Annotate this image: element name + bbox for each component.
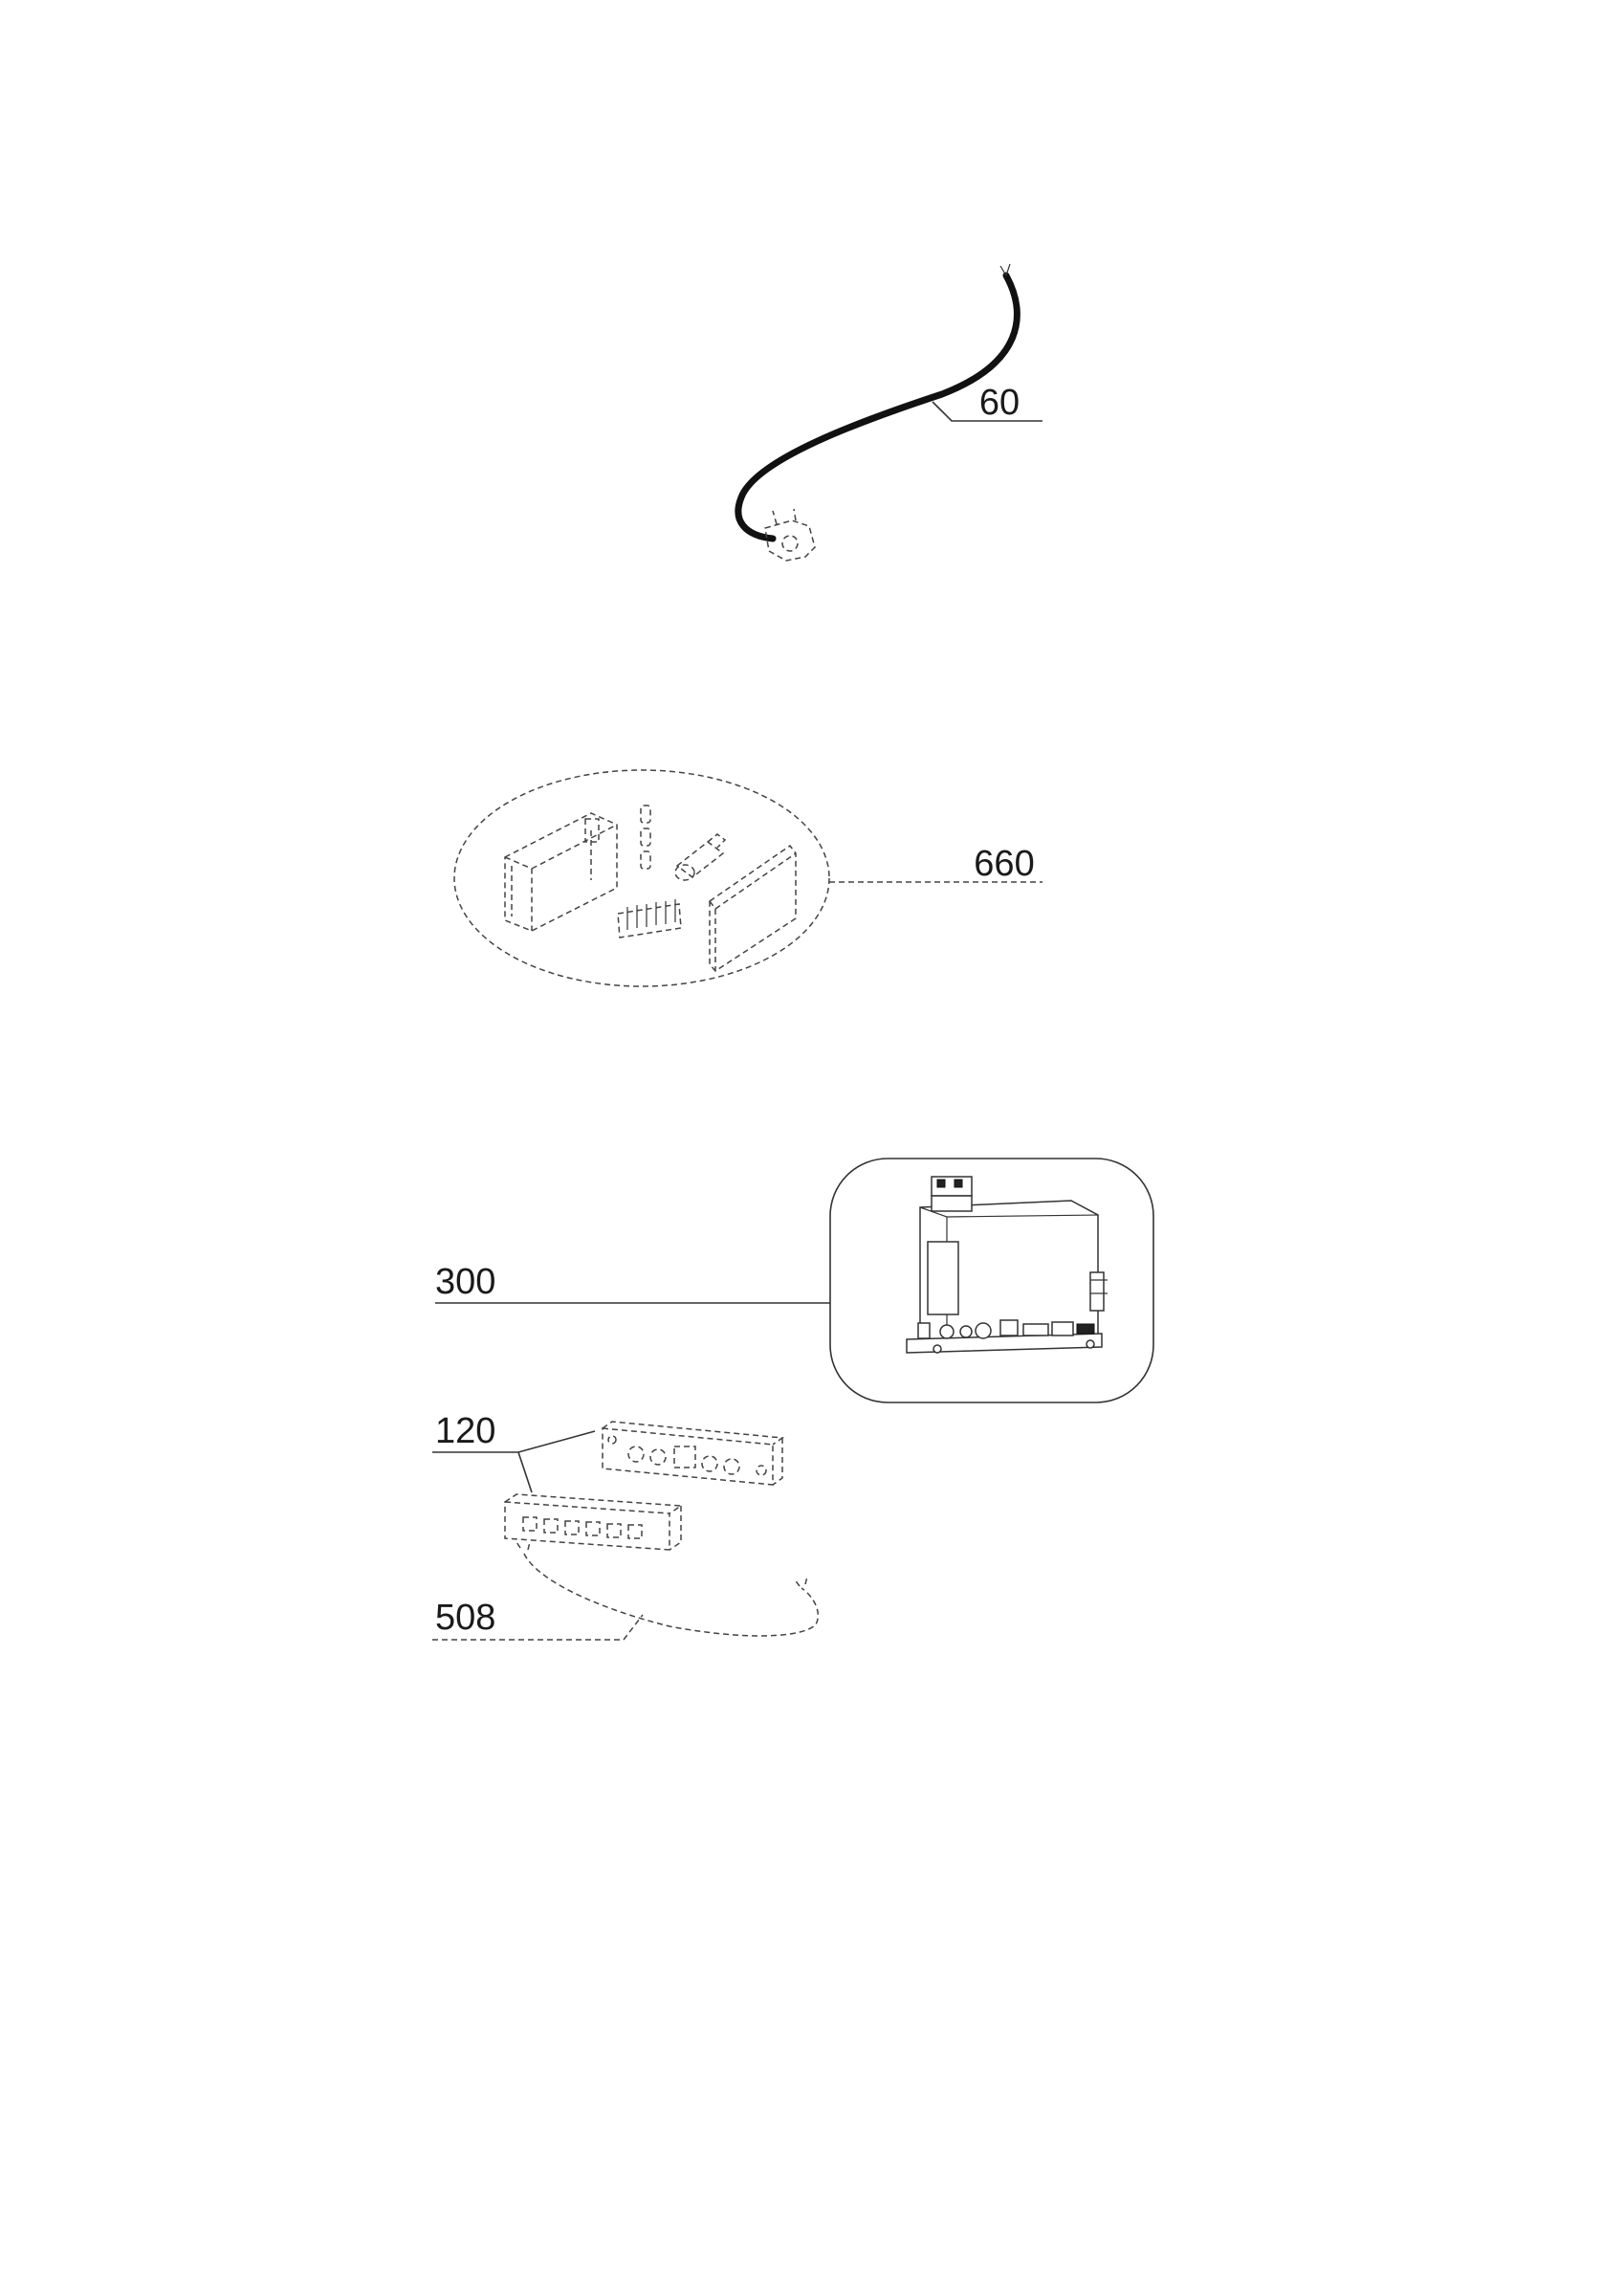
switch-board-upper xyxy=(602,1421,785,1486)
callout-660: 660 xyxy=(829,844,1042,884)
switch-board-lower xyxy=(504,1493,684,1551)
callout-508: 508 xyxy=(432,1598,644,1641)
housing-box xyxy=(504,812,618,932)
callout-300-label: 300 xyxy=(435,1262,495,1302)
callout-660-label: 660 xyxy=(974,844,1034,884)
terminal-strip xyxy=(617,899,682,938)
callout-300: 300 xyxy=(435,1262,830,1304)
board-components xyxy=(917,1319,1095,1354)
callout-120-label: 120 xyxy=(435,1411,495,1451)
accessory-kit-part xyxy=(453,769,830,987)
plug-icon xyxy=(764,508,816,562)
panel-board xyxy=(709,844,797,972)
cylinder-part xyxy=(674,833,727,881)
wiring-part xyxy=(516,1541,820,1637)
clip-set xyxy=(640,805,651,870)
kit-boundary-ellipse xyxy=(453,769,830,987)
callout-60: 60 xyxy=(932,383,1042,423)
callout-60-label: 60 xyxy=(979,383,1020,423)
side-bracket xyxy=(1089,1271,1108,1312)
electronic-board-part xyxy=(829,1158,1154,1403)
board-detail-frame xyxy=(829,1158,1154,1403)
callout-120: 120 xyxy=(432,1411,596,1493)
power-cable-part xyxy=(735,263,1020,562)
callout-508-label: 508 xyxy=(435,1598,495,1638)
top-connector xyxy=(931,1176,973,1212)
